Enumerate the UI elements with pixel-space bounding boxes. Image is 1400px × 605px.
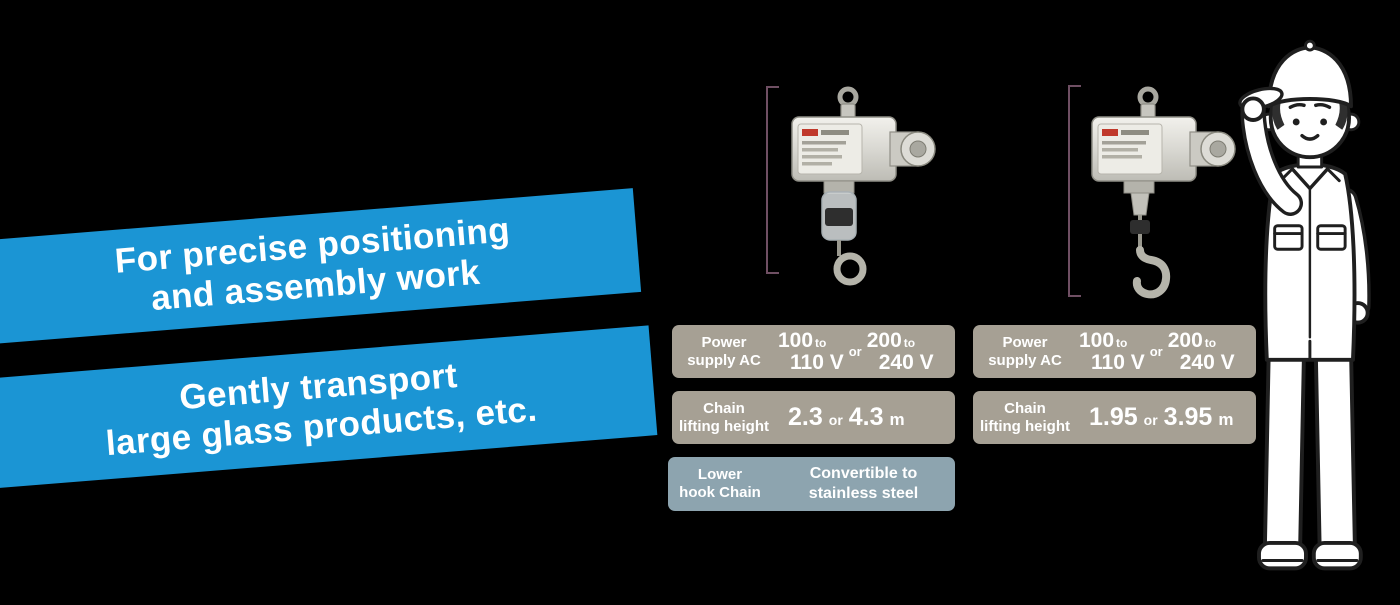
voltage-to: to	[1204, 336, 1217, 350]
spec-label-line: lifting height	[679, 417, 769, 435]
spec-label-line: Power	[701, 333, 747, 351]
worker-illustration	[1212, 12, 1398, 600]
hoist-illustration	[1091, 86, 1236, 299]
voltage-num: 110 V	[1091, 351, 1145, 374]
voltage-num: 240 V	[1179, 351, 1235, 374]
spec-badge-hook-left: Lower hook Chain Convertible to stainles…	[668, 457, 955, 511]
unit-text: m	[889, 410, 905, 429]
spec-label-line: lifting height	[980, 417, 1070, 435]
or-text: or	[1149, 344, 1163, 359]
spec-label-line: Power	[1002, 333, 1048, 351]
banner-gently-transport: Gently transport large glass products, e…	[0, 325, 658, 489]
voltage-num: 110 V	[790, 351, 844, 374]
spec-label-line: hook Chain	[679, 484, 761, 501]
spec-label-line: Chain	[1004, 399, 1046, 417]
voltage-to: to	[1116, 336, 1128, 350]
or-text: or	[1143, 412, 1158, 428]
spec-label-line: Lower	[697, 466, 743, 483]
hoist-illustration	[791, 86, 936, 286]
banner-precise-positioning: For precise positioning and assembly wor…	[0, 188, 642, 344]
or-text: or	[828, 412, 843, 428]
height-value: 2.3	[788, 403, 823, 431]
spec-label: Chain lifting height	[672, 400, 776, 436]
hoist-product-image-left	[778, 84, 936, 291]
voltage-num: 240 V	[878, 351, 934, 374]
spec-label: Power supply AC	[973, 334, 1077, 370]
spec-value: 1.95 or 3.95 m	[1089, 403, 1233, 432]
height-dimension-bracket-left	[766, 86, 779, 274]
spec-label: Lower hook Chain	[668, 466, 772, 502]
spec-value: Convertible to stainless steel	[772, 464, 955, 504]
spec-label-line: supply AC	[988, 351, 1062, 369]
spec-value: 2.3 or 4.3 m	[788, 403, 905, 432]
voltage-num: 200	[866, 329, 902, 352]
spec-label-line: Chain	[703, 399, 745, 417]
spec-value-line: Convertible to	[809, 465, 918, 482]
height-dimension-bracket-right	[1068, 85, 1081, 297]
height-value: 4.3	[848, 403, 884, 431]
spec-badge-chain-right: Chain lifting height 1.95 or 3.95 m	[973, 391, 1256, 444]
voltage-to: to	[815, 336, 827, 350]
unit-text: m	[1218, 410, 1234, 429]
worker-cartoon	[1238, 39, 1371, 571]
or-text: or	[848, 344, 862, 359]
spec-label: Chain lifting height	[973, 400, 1077, 436]
voltage-num: 200	[1167, 329, 1203, 352]
voltage-to: to	[903, 336, 916, 350]
spec-label-line: supply AC	[687, 351, 761, 369]
spec-badge-chain-left: Chain lifting height 2.3 or 4.3 m	[672, 391, 955, 444]
hoist-product-image-right	[1078, 84, 1236, 306]
voltage-num: 100	[778, 329, 814, 352]
height-value: 3.95	[1163, 403, 1213, 431]
spec-label: Power supply AC	[672, 334, 776, 370]
spec-value-line: stainless steel	[808, 485, 919, 502]
voltage-num: 100	[1079, 329, 1115, 352]
height-value: 1.95	[1089, 403, 1138, 431]
